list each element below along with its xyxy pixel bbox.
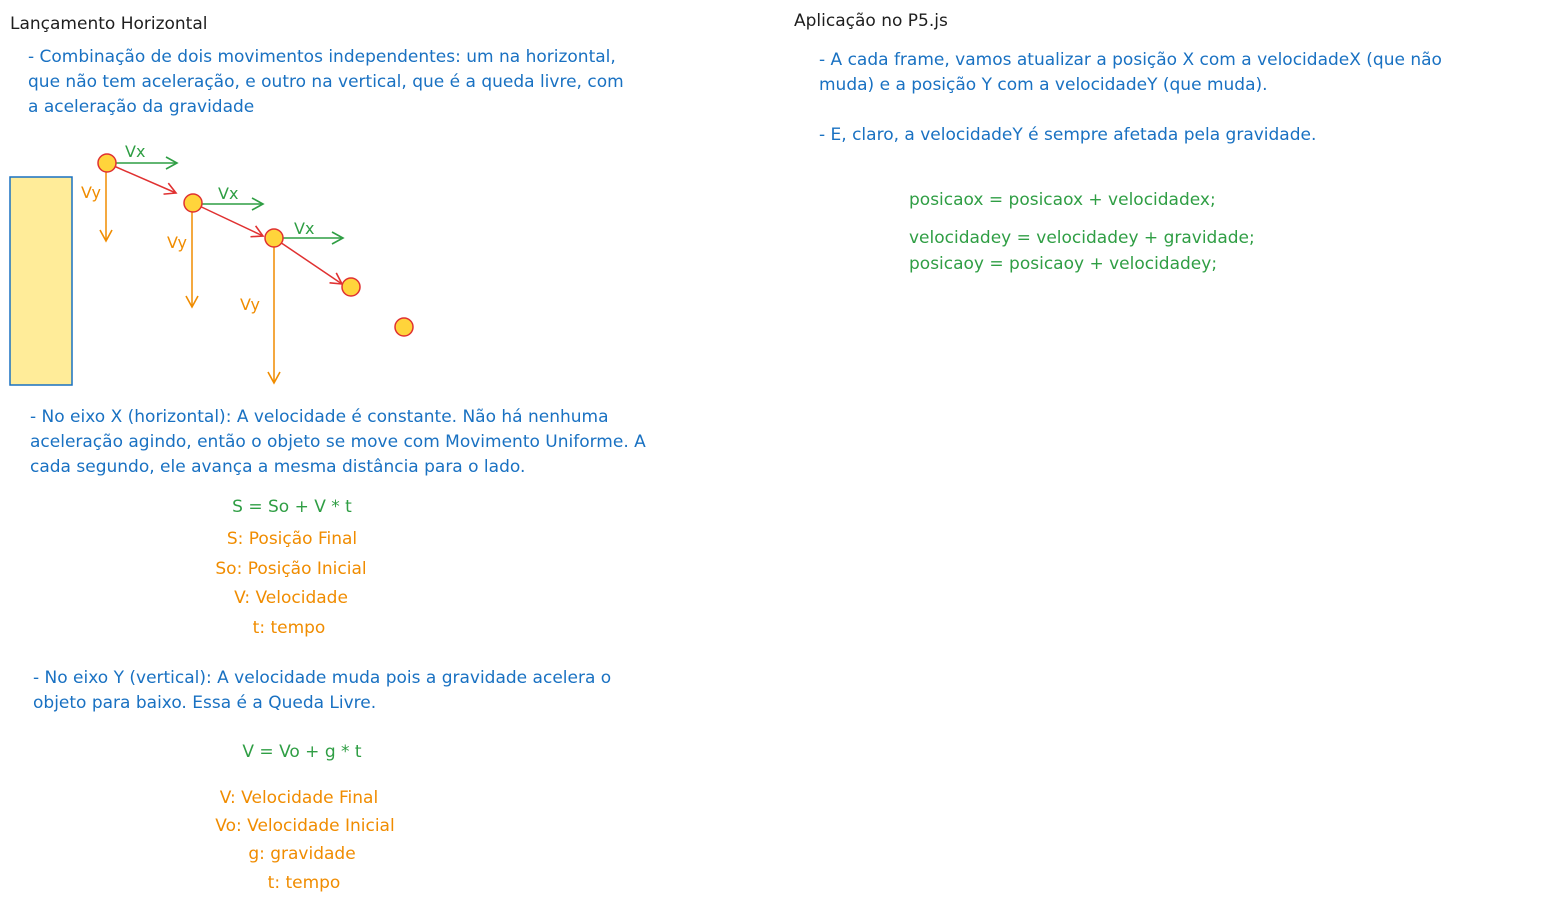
code-line: posicaoy = posicaoy + velocidadey; <box>909 254 1218 274</box>
ball <box>341 277 361 297</box>
y-axis-line: - No eixo Y (vertical): A velocidade mud… <box>33 668 612 688</box>
vx-label: Vx <box>218 184 238 203</box>
ball <box>183 193 203 213</box>
y-legend-item: g: gravidade <box>248 844 356 864</box>
trajectory-arrow <box>106 162 178 195</box>
intro-line: - Combinação de dois movimentos independ… <box>28 47 616 67</box>
x-axis-paragraph: - No eixo X (horizontal): A velocidade é… <box>30 405 646 480</box>
ball <box>97 153 117 173</box>
y-axis-paragraph: - No eixo Y (vertical): A velocidade mud… <box>33 666 611 716</box>
intro-line: que não tem aceleração, e outro na verti… <box>28 72 624 92</box>
y-legend-item: t: tempo <box>267 873 341 893</box>
vy-label: Vy <box>167 233 187 252</box>
trajectory-arrow <box>273 237 344 285</box>
intro-line: a aceleração da gravidade <box>28 97 255 117</box>
x-axis-line: - No eixo X (horizontal): A velocidade é… <box>30 407 609 427</box>
ball <box>394 317 414 337</box>
vy-label: Vy <box>81 183 101 202</box>
x-legend-item: V: Velocidade <box>234 588 348 608</box>
trajectory-arrow <box>192 202 265 238</box>
p5-point2: - E, claro, a velocidadeY é sempre afeta… <box>819 125 1317 145</box>
vx-label: Vx <box>294 219 314 238</box>
y-axis-line: objeto para baixo. Essa é a Queda Livre. <box>33 693 377 713</box>
code-line: posicaox = posicaox + velocidadex; <box>909 190 1216 210</box>
p5-point1-line: muda) e a posição Y com a velocidadeY (q… <box>819 75 1268 95</box>
right-title: Aplicação no P5.js <box>794 11 948 31</box>
intro-paragraph: - Combinação de dois movimentos independ… <box>28 45 624 120</box>
x-legend-item: So: Posição Inicial <box>215 559 367 579</box>
x-formula: S = So + V * t <box>232 497 352 517</box>
x-axis-line: aceleração agindo, então o objeto se mov… <box>30 432 646 452</box>
x-legend-item: t: tempo <box>252 618 326 638</box>
code-line: velocidadey = velocidadey + gravidade; <box>909 228 1255 248</box>
vy-label: Vy <box>240 295 260 314</box>
y-legend-item: V: Velocidade Final <box>219 788 379 808</box>
vx-label: Vx <box>125 142 145 161</box>
x-axis-line: cada segundo, ele avança a mesma distânc… <box>30 457 526 477</box>
left-title: Lançamento Horizontal <box>10 14 208 34</box>
p5-point1: - A cada frame, vamos atualizar a posiçã… <box>819 48 1442 98</box>
y-formula: V = Vo + g * t <box>242 742 362 762</box>
wall-rect <box>9 176 73 386</box>
p5-point1-line: - A cada frame, vamos atualizar a posiçã… <box>819 50 1442 70</box>
x-legend-item: S: Posição Final <box>226 529 358 549</box>
y-legend-item: Vo: Velocidade Inicial <box>215 816 395 836</box>
ball <box>264 228 284 248</box>
